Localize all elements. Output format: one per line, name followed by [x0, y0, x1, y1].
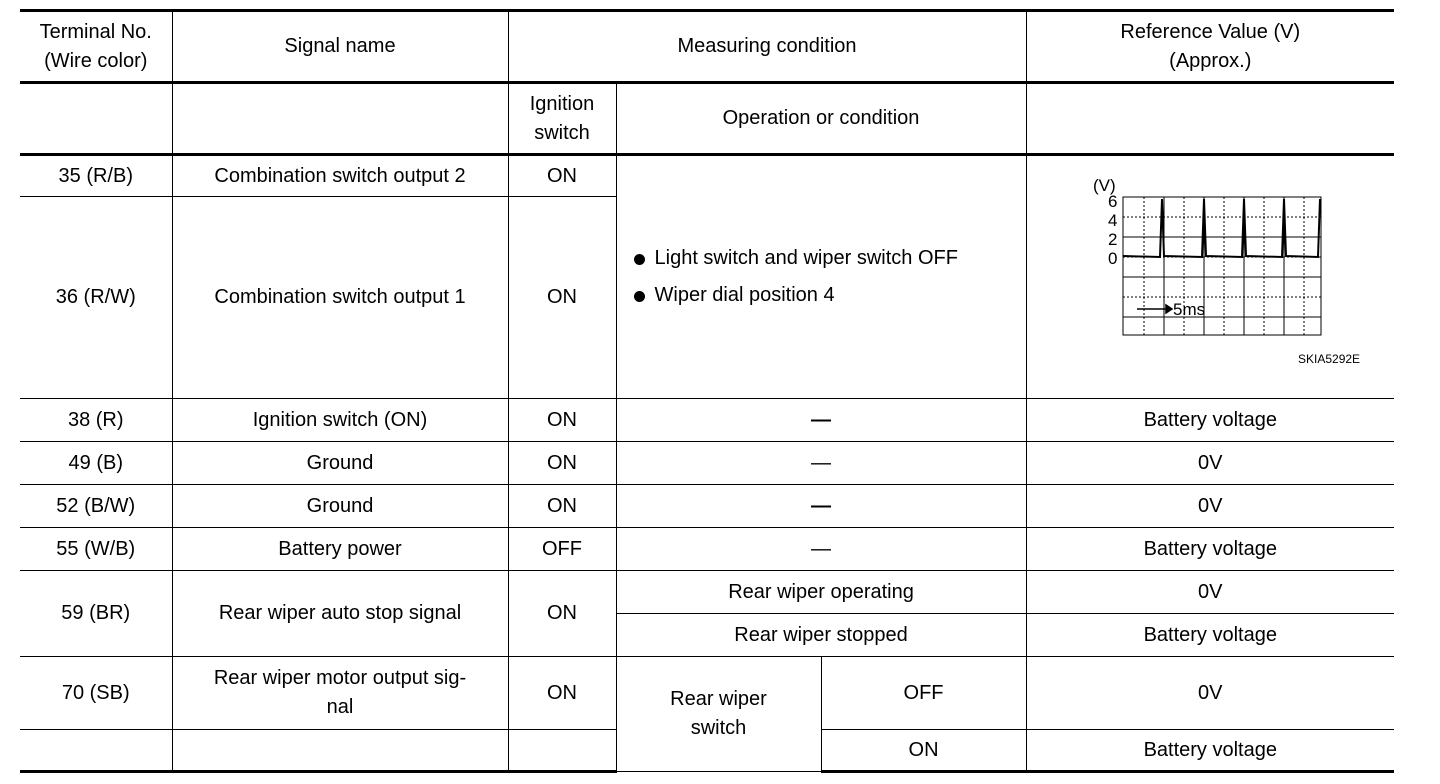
terminal-cell: 36 (R/W) — [20, 196, 173, 399]
ignition-cell: ON — [507, 656, 617, 730]
table-row: ON Battery voltage — [20, 729, 1395, 773]
ignition-cell: ON — [507, 398, 617, 442]
terminal-cell: 52 (B/W) — [20, 484, 173, 528]
waveform-trace — [1123, 198, 1322, 259]
ignition-cell: ON — [507, 484, 617, 528]
terminal-cell: 49 (B) — [20, 441, 173, 485]
table-row: 36 (R/W) Combination switch output 1 ON — [20, 196, 1394, 399]
terminal-cell: 35 (R/B) — [20, 153, 173, 197]
signal-cell: Ground — [171, 441, 509, 485]
waveform-y-tick: 2 — [1108, 230, 1117, 249]
waveform-y-tick: 4 — [1108, 211, 1117, 230]
value-cell: 0V — [1025, 484, 1395, 528]
condition-item: Wiper dial position 4 — [631, 277, 1022, 314]
ignition-cell-empty — [507, 729, 617, 773]
signal-cell: Ignition switch (ON) — [171, 398, 509, 442]
header-terminal: Terminal No. (Wire color) — [20, 9, 173, 83]
waveform-grid — [1122, 196, 1322, 336]
table-row: 52 (B/W) Ground ON — 0V — [20, 484, 1395, 528]
subheader-empty-3 — [1025, 81, 1395, 155]
waveform-y-unit: (V) — [1093, 177, 1116, 195]
signal-cell: Rear wiper auto stop signal — [171, 570, 509, 657]
ignition-cell: ON — [507, 153, 617, 197]
switch-label-cell: Rear wiper switch — [615, 656, 822, 772]
ignition-cell: ON — [507, 570, 617, 657]
ignition-cell: ON — [507, 441, 617, 485]
condition-list: Light switch and wiper switch OFF Wiper … — [631, 240, 1022, 314]
subheader-empty-1 — [20, 81, 173, 155]
waveform-y-tick: 0 — [1108, 249, 1117, 268]
ignition-cell: ON — [507, 196, 616, 399]
terminal-cell: 59 (BR) — [20, 570, 173, 657]
ignition-cell: OFF — [507, 527, 617, 571]
condition-cell: — — [615, 527, 1027, 571]
signal-cell: Ground — [171, 484, 509, 528]
terminal-cell: 70 (SB) — [20, 656, 173, 730]
signal-cell: Combination switch output 1 — [171, 196, 509, 399]
table-row: 59 (BR) Rear wiper auto stop signal ON R… — [20, 570, 1395, 657]
terminal-cell: 38 (R) — [20, 398, 173, 442]
condition-cell: OFF — [820, 656, 1027, 730]
value-cell: 0V — [1025, 570, 1395, 614]
time-scale-label: 5ms — [1173, 300, 1205, 319]
table-row: 49 (B) Ground ON — 0V — [20, 441, 1395, 485]
value-cell: 0V — [1025, 441, 1395, 485]
condition-cell: Rear wiper stopped — [616, 613, 1027, 657]
signal-cell: Rear wiper motor output sig- nal — [171, 656, 509, 730]
table-row: 55 (W/B) Battery power OFF — Battery vol… — [20, 527, 1395, 571]
condition-cell: ON — [820, 729, 1027, 773]
table-row: 35 (R/B) Combination switch output 2 ON … — [20, 153, 1395, 399]
time-scale-arrow — [1137, 303, 1174, 315]
table-row: 38 (R) Ignition switch (ON) ON — Battery… — [20, 398, 1395, 442]
condition-cell: — — [615, 441, 1027, 485]
signal-cell: Combination switch output 2 — [171, 153, 509, 197]
value-cell: Battery voltage — [1025, 398, 1395, 442]
subheader-operation: Operation or condition — [615, 81, 1027, 155]
value-cell: 0V — [1025, 656, 1395, 730]
terminal-cell: 55 (W/B) — [20, 527, 173, 571]
shared-condition-cell: Light switch and wiper switch OFF Wiper … — [615, 153, 1027, 399]
subheader-empty-2 — [171, 81, 509, 155]
condition-cell: — — [615, 398, 1027, 442]
condition-cell: — — [615, 484, 1027, 528]
figure-code: SKIA5292E — [1298, 352, 1360, 366]
value-cell: Battery voltage — [1025, 527, 1395, 571]
subheader-ignition-switch: Ignition switch — [507, 81, 617, 155]
waveform-figure: (V) 6 4 2 0 5ms SKIA5292E — [1050, 177, 1370, 377]
signal-cell-empty — [171, 729, 509, 773]
signal-cell: Battery power — [171, 527, 509, 571]
waveform-cell: (V) 6 4 2 0 5ms SKIA5292E — [1025, 153, 1395, 399]
header-measuring-condition: Measuring condition — [507, 9, 1027, 83]
header-reference-value: Reference Value (V) (Approx.) — [1025, 9, 1395, 83]
table-row: Rear wiper stopped Battery voltage — [20, 613, 1395, 657]
value-cell: Battery voltage — [1025, 613, 1395, 657]
waveform-chart: (V) 6 4 2 0 5ms SKIA5292E — [1093, 177, 1360, 366]
value-cell: Battery voltage — [1025, 729, 1395, 773]
header-signal-name: Signal name — [171, 9, 509, 83]
table-row: 70 (SB) Rear wiper motor output sig- nal… — [20, 656, 1395, 772]
condition-item: Light switch and wiper switch OFF — [631, 240, 1022, 277]
terminal-reference-table: Terminal No. (Wire color) Signal name Me… — [20, 9, 1395, 773]
condition-cell: Rear wiper operating — [615, 570, 1027, 614]
header-row: Terminal No. (Wire color) Signal name Me… — [20, 9, 1395, 83]
subheader-row: Ignition switch Operation or condition — [20, 81, 1395, 155]
waveform-y-tick: 6 — [1108, 192, 1117, 211]
terminal-cell-empty — [20, 729, 173, 773]
